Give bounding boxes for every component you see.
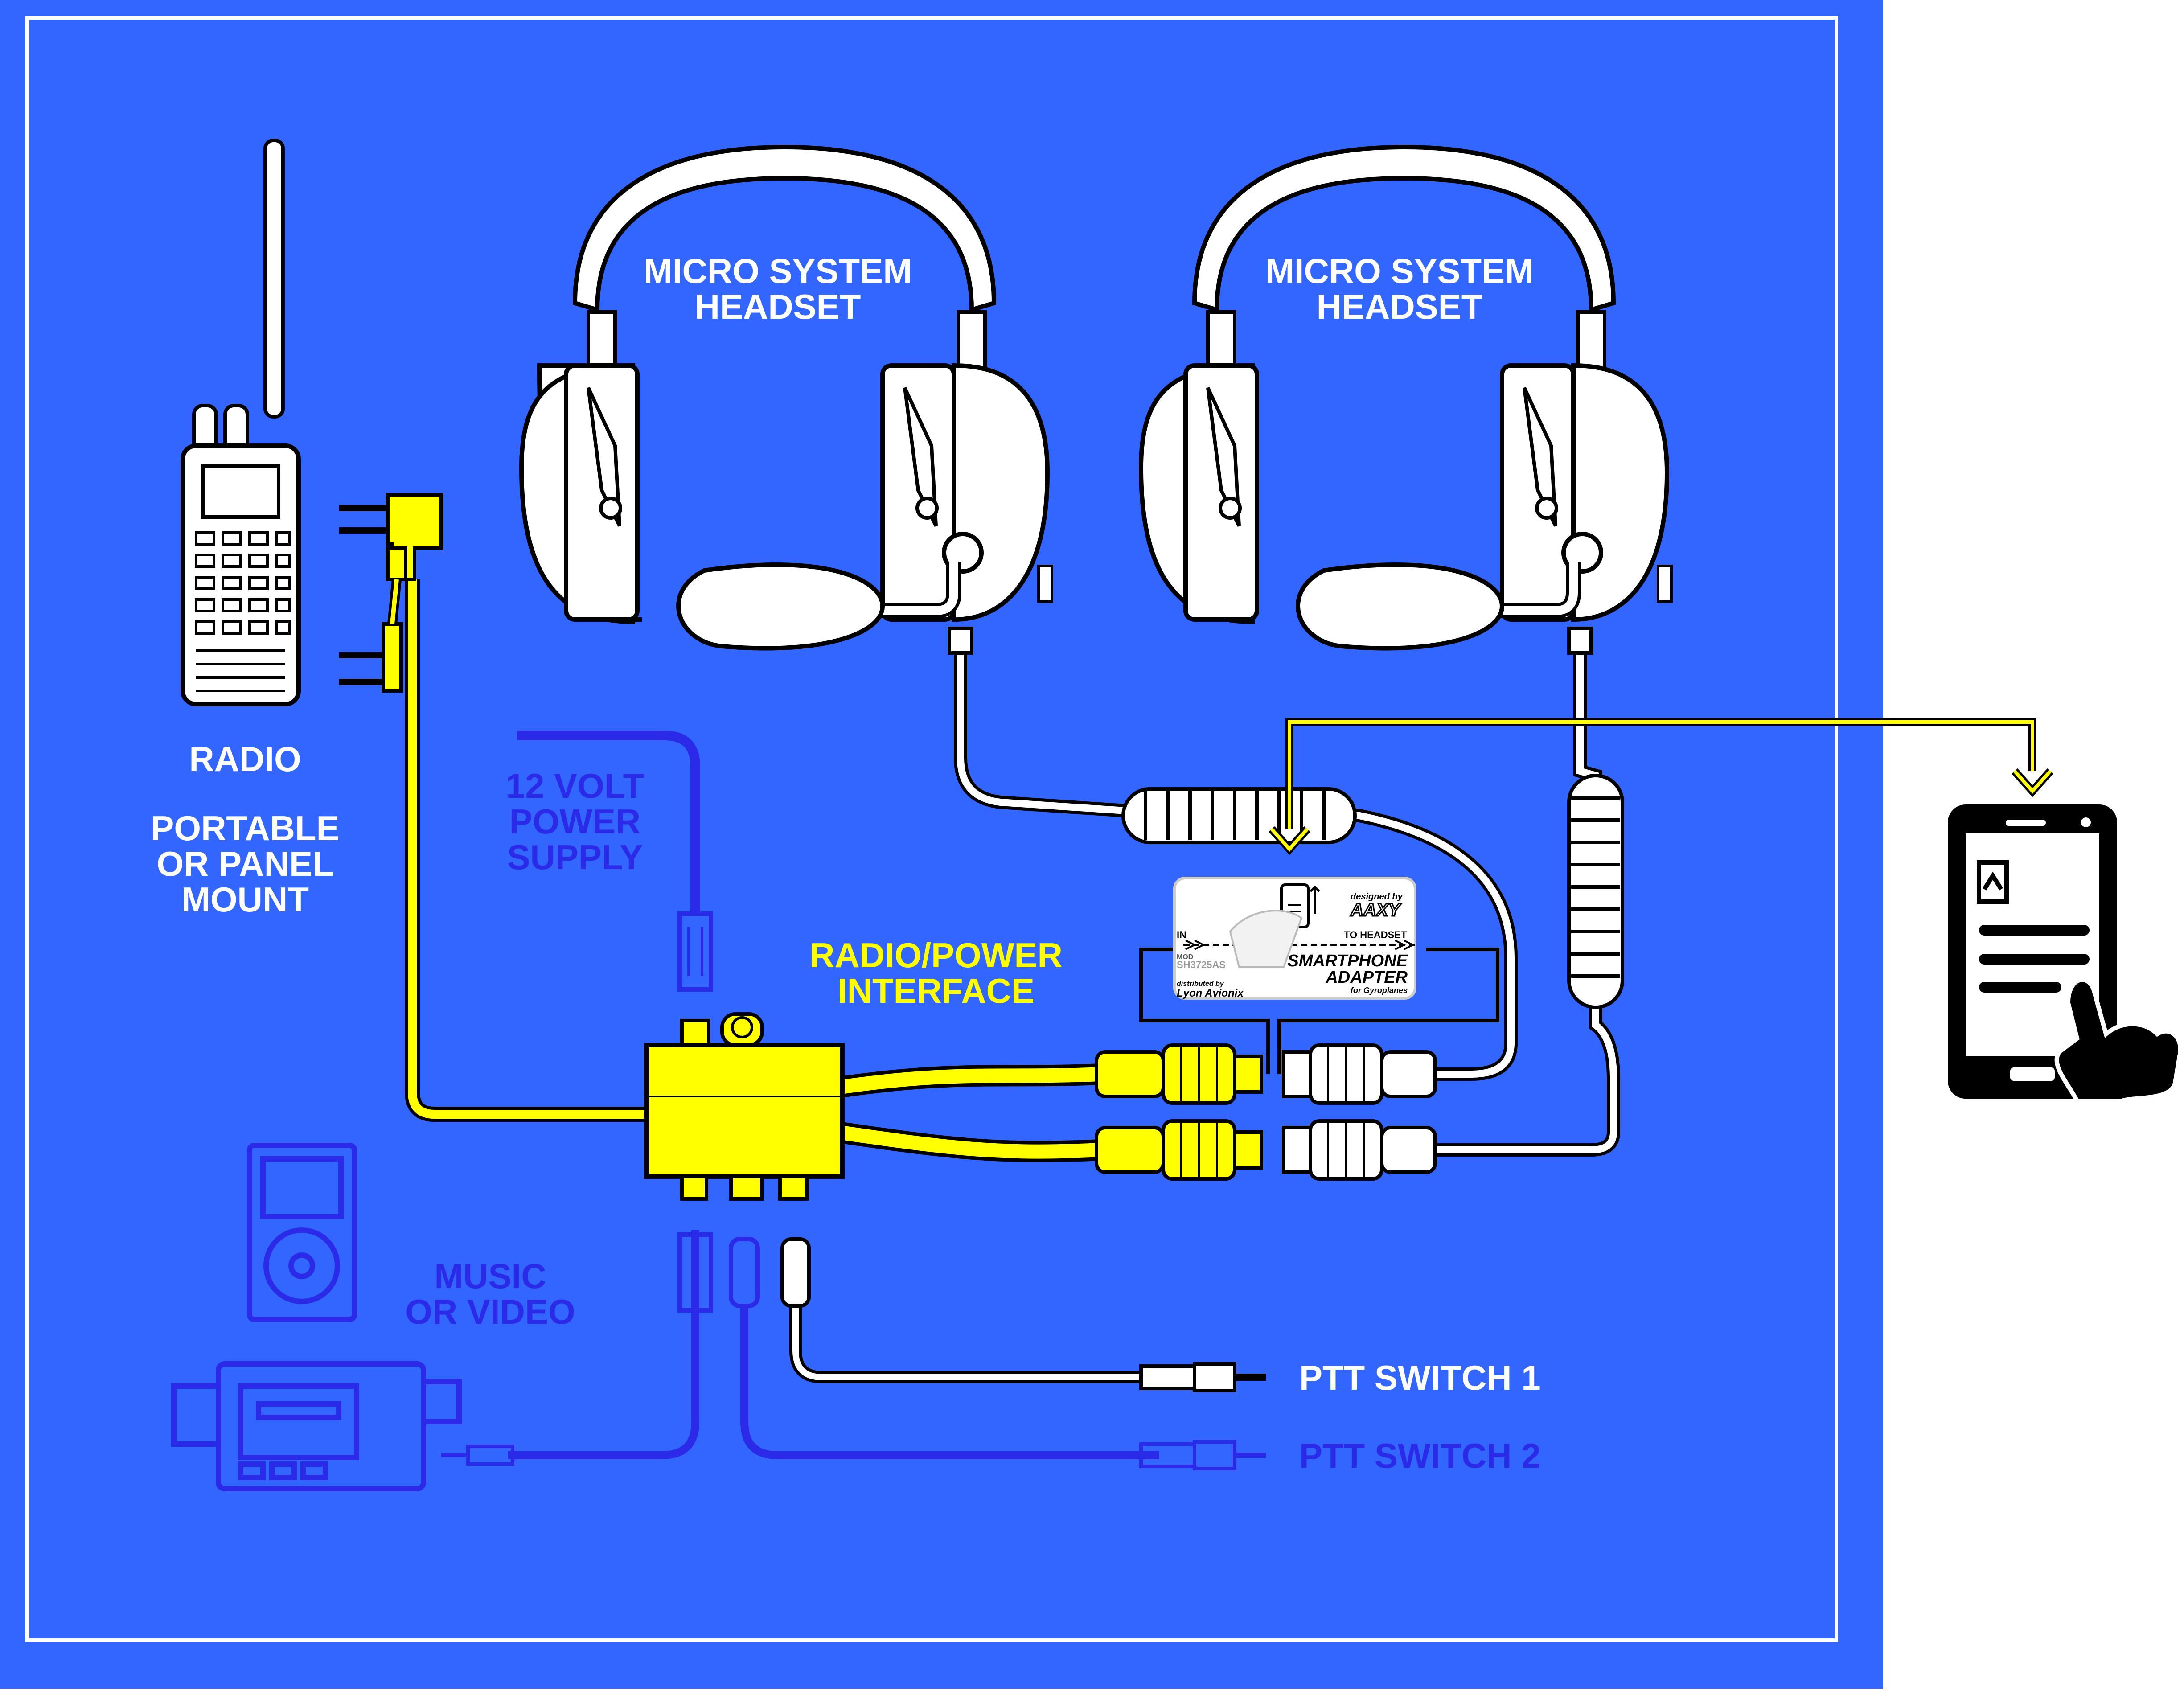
music-cable bbox=[441, 1230, 713, 1466]
adapter-model-prefix: MOD bbox=[1177, 953, 1193, 961]
adapter-title-line1: SMARTPHONE bbox=[1287, 952, 1408, 970]
adapter-title-line2: ADAPTER bbox=[1325, 968, 1408, 987]
ptt1-cable bbox=[780, 1237, 1266, 1392]
radio-mount-line1: PORTABLE bbox=[151, 809, 339, 848]
headset-left-label-line2: HEADSET bbox=[695, 287, 861, 326]
white-connector-upper bbox=[1282, 1043, 1437, 1105]
adapter-loop-lines bbox=[1139, 948, 1499, 1074]
headset-right-label-line1: MICRO SYSTEM bbox=[1265, 251, 1534, 291]
radio-mount-line2: OR PANEL bbox=[156, 844, 333, 883]
adapter-to-headset: TO HEADSET bbox=[1344, 929, 1407, 940]
power-supply-cable bbox=[517, 731, 713, 992]
radio-label: RADIO bbox=[189, 739, 301, 779]
adapter-model-code: SH3725AS bbox=[1177, 959, 1226, 970]
music-video-line1: MUSIC bbox=[434, 1256, 546, 1296]
ptt2-cable bbox=[729, 1237, 1266, 1470]
music-video-line2: OR VIDEO bbox=[405, 1292, 575, 1331]
power-supply-line1: 12 VOLT bbox=[506, 766, 645, 805]
aviation-headset-icon-left bbox=[519, 144, 1053, 655]
aviation-headset-icon-right bbox=[1138, 144, 1673, 655]
ptt-switch-1-label: PTT SWITCH 1 bbox=[1299, 1358, 1541, 1397]
adapter-designed-by: designed by bbox=[1351, 892, 1403, 902]
adapter-brand: AAXY bbox=[1350, 900, 1401, 920]
adapter-distributor: Lyon Avionix bbox=[1177, 987, 1244, 999]
music-player-icon bbox=[247, 1143, 357, 1322]
adapter-distributed-by: distributed by bbox=[1177, 980, 1224, 988]
phone-signal-line bbox=[1269, 718, 2053, 855]
white-connector-lower bbox=[1282, 1119, 1437, 1181]
yellow-connector-lower bbox=[1095, 1119, 1263, 1181]
interface-box-icon bbox=[644, 1012, 845, 1201]
interface-output-cables bbox=[836, 1063, 1102, 1162]
interface-label-line1: RADIO/POWER bbox=[809, 936, 1063, 975]
headset-right-label-line2: HEADSET bbox=[1317, 287, 1483, 326]
power-supply-line3: SUPPLY bbox=[507, 837, 643, 877]
yellow-connector-upper bbox=[1095, 1043, 1263, 1105]
handheld-radio-icon bbox=[181, 139, 301, 706]
radio-cable bbox=[405, 579, 651, 1122]
radio-mount-line3: MOUNT bbox=[181, 880, 309, 919]
ptt-switch-2-label: PTT SWITCH 2 bbox=[1299, 1436, 1541, 1475]
video-camera-icon bbox=[171, 1361, 462, 1491]
diagram-frame bbox=[25, 16, 1838, 1642]
interface-label-line2: INTERFACE bbox=[837, 971, 1035, 1010]
headset-left-cord bbox=[954, 642, 1518, 1081]
headset-right-cord bbox=[1426, 642, 1624, 1157]
power-supply-line2: POWER bbox=[509, 802, 641, 841]
radio-plug bbox=[339, 493, 443, 693]
headset-left-label-line1: MICRO SYSTEM bbox=[644, 251, 912, 291]
smartphone-adapter: designed by AAXY IN TO HEADSET MOD SH372… bbox=[1173, 877, 1417, 1000]
adapter-subtitle: for Gyroplanes bbox=[1351, 986, 1408, 995]
smartphone-touch-icon bbox=[1948, 804, 2183, 1103]
adapter-in-label: IN bbox=[1177, 929, 1186, 940]
